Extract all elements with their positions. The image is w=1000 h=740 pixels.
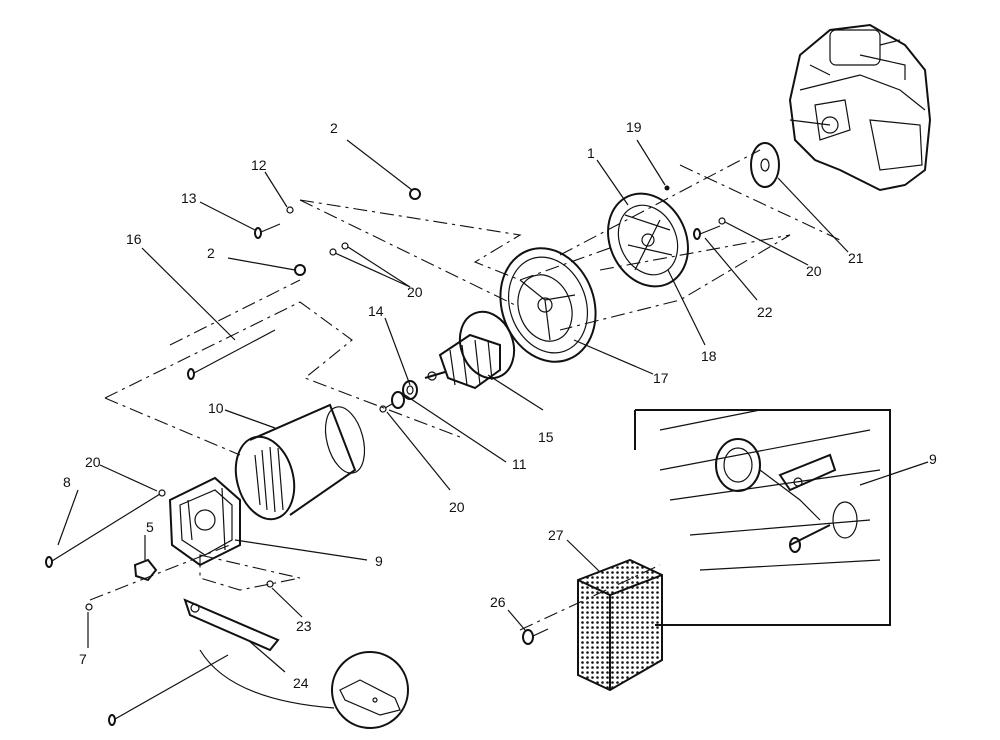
callout-14: 14 <box>368 303 384 319</box>
callout-23: 23 <box>296 618 312 634</box>
callout-26: 26 <box>490 594 506 610</box>
callout-24: 24 <box>293 675 309 691</box>
callout-18: 18 <box>701 348 717 364</box>
bolt-13 <box>254 223 281 239</box>
bracket-24 <box>183 598 280 652</box>
air-filter-27 <box>577 558 663 692</box>
brush-holder-5 <box>133 558 158 582</box>
engine <box>788 23 932 192</box>
callout-labels: 1 19 2 12 13 16 2 20 14 15 17 18 20 21 2… <box>63 119 937 691</box>
callout-27: 27 <box>548 527 564 543</box>
washer-20-top-right <box>718 217 726 225</box>
callout-20-center: 20 <box>449 499 465 515</box>
callout-8: 8 <box>63 474 71 490</box>
washer-12 <box>286 206 294 214</box>
assembly-guide-lines <box>89 149 841 631</box>
callout-10: 10 <box>208 400 224 416</box>
screw-20-center <box>379 403 393 413</box>
screw-22 <box>693 225 721 240</box>
bracket-detail-circle <box>199 649 409 729</box>
stator-10 <box>234 403 366 521</box>
bolt-8 <box>45 489 166 568</box>
washer-21 <box>750 142 780 188</box>
callout-17: 17 <box>653 370 669 386</box>
rear-carrier-9 <box>168 476 241 567</box>
bearing-carrier-17 <box>499 247 597 363</box>
callout-2-top: 2 <box>330 120 338 136</box>
callout-12: 12 <box>251 157 267 173</box>
callout-16: 16 <box>126 231 142 247</box>
callout-11: 11 <box>512 456 527 472</box>
callout-13: 13 <box>181 190 197 206</box>
washer-2-top <box>409 188 421 200</box>
screw-23 <box>266 580 274 588</box>
through-bolt-16 <box>187 329 276 380</box>
callout-20-upper: 20 <box>407 284 423 300</box>
callout-9-inset: 9 <box>929 451 937 467</box>
leader-lines <box>57 139 929 673</box>
washer-11 <box>391 391 405 409</box>
screw-19 <box>664 185 670 191</box>
inset-detail-box <box>634 409 891 626</box>
screws-20-upper <box>329 242 349 256</box>
callout-2-left: 2 <box>207 245 215 261</box>
rotor-15 <box>424 310 516 390</box>
callout-5: 5 <box>146 519 154 535</box>
screw-7 <box>85 603 93 611</box>
mounting-bolt <box>108 654 229 726</box>
callout-7: 7 <box>79 651 87 667</box>
screw-26 <box>522 628 549 645</box>
callout-9-lower: 9 <box>375 553 383 569</box>
washer-2-left <box>294 264 306 276</box>
callout-22: 22 <box>757 304 773 320</box>
callout-15: 15 <box>538 429 554 445</box>
callout-21: 21 <box>848 250 864 266</box>
callout-19: 19 <box>626 119 642 135</box>
callout-20-left: 20 <box>85 454 101 470</box>
callout-20-right: 20 <box>806 263 822 279</box>
fan-plate-1 <box>607 192 689 288</box>
callout-1: 1 <box>587 145 595 161</box>
